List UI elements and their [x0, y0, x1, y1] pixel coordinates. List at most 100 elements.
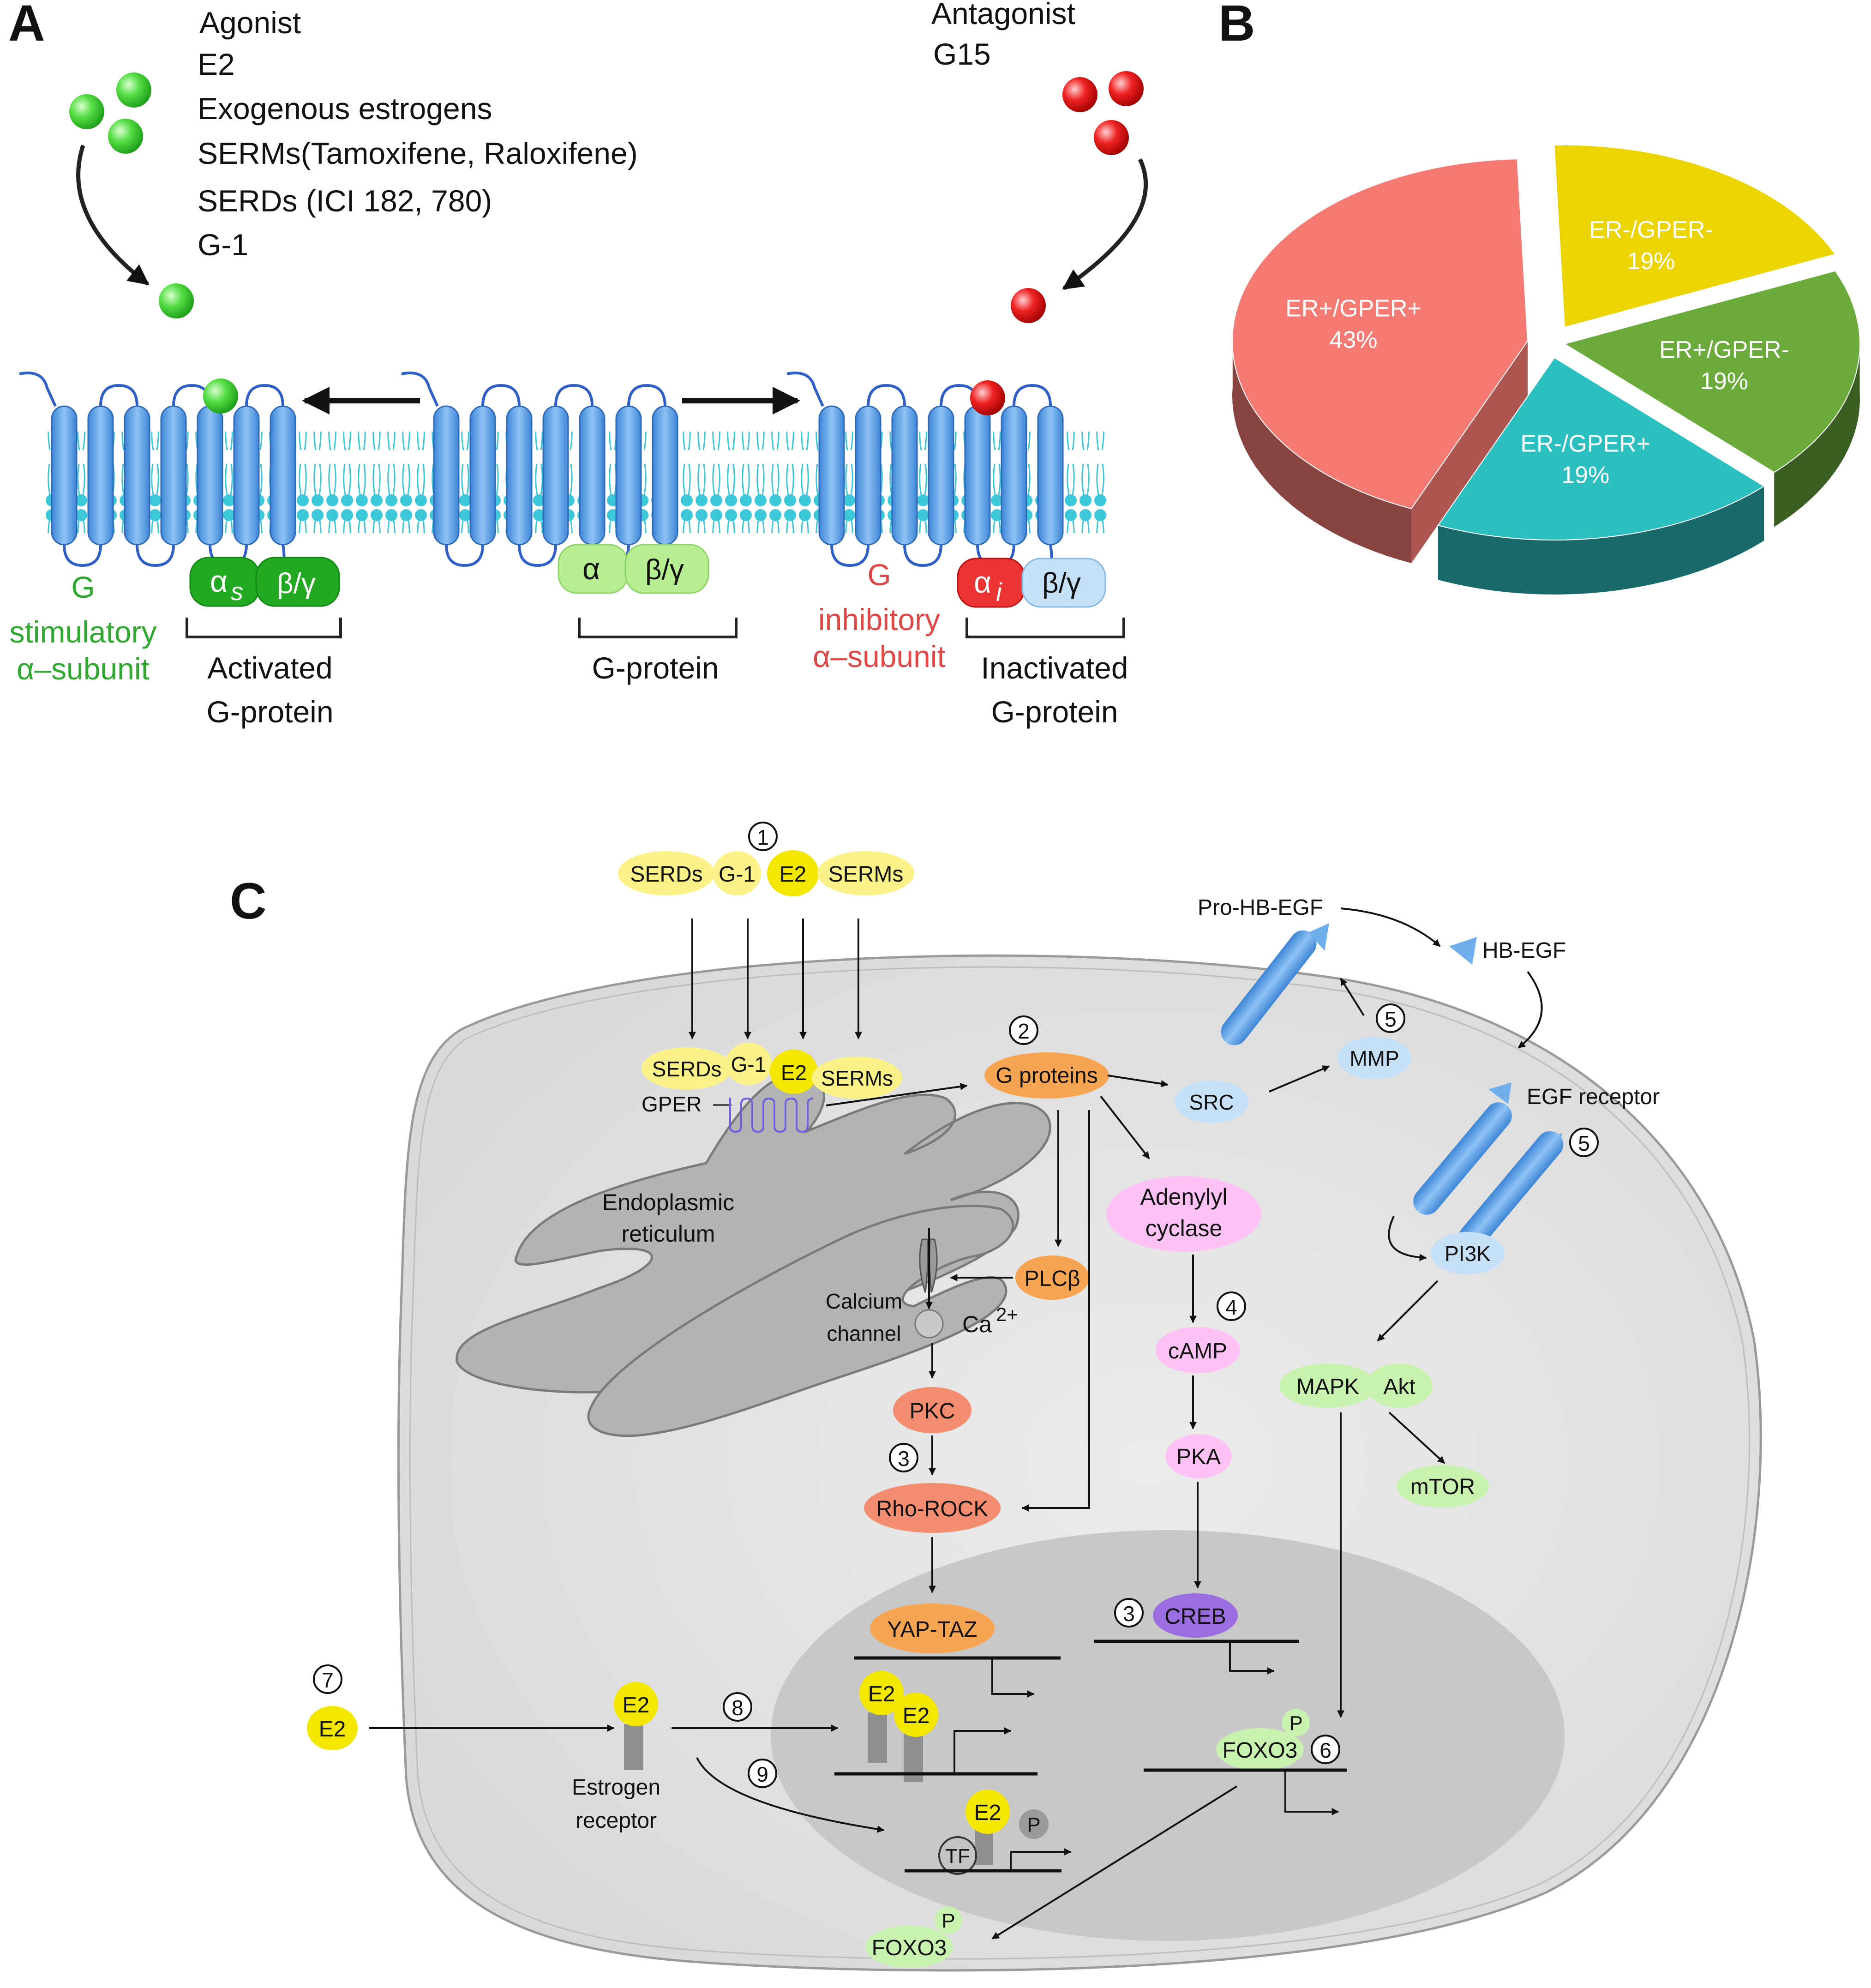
arrow-foxo3-export [991, 1785, 1238, 1940]
cytoplasmic-foxo3 [865, 1926, 953, 1968]
step-4-number: 4 [1225, 1295, 1237, 1319]
creb-label: CREB [1164, 1604, 1226, 1629]
receptor-inhibited-loop [867, 384, 906, 407]
nuclear-e2-2 [894, 1693, 938, 1737]
receptor-resting-helix [433, 405, 460, 546]
pie-slice-side [1232, 332, 1411, 564]
step-8-marker [723, 1692, 752, 1722]
gper-serpentine [729, 1097, 814, 1133]
pie-slice-side [1438, 486, 1764, 595]
camp-label: cAMP [1168, 1339, 1227, 1363]
receptor-activated-helix [87, 405, 114, 546]
step-6-marker [1311, 1735, 1340, 1764]
rho-rock-label: Rho-ROCK [876, 1497, 989, 1521]
pkc-label: PKC [910, 1399, 955, 1423]
cytoplasmic-foxo3-label: FOXO3 [872, 1936, 947, 1960]
ligand-serms-label: SERMs [828, 862, 904, 887]
bound-serds [642, 1047, 732, 1090]
creb [1153, 1593, 1238, 1638]
step-3-number: 3 [898, 1447, 910, 1471]
receptor-inhibited-n-terminus [786, 372, 824, 407]
extracellular-e2-label: E2 [319, 1717, 346, 1742]
stimulatory-label-1: G [71, 570, 95, 604]
akt [1366, 1363, 1433, 1408]
agonist-item-4: SERDs (ICI 182, 780) [198, 184, 492, 218]
plc-beta [1015, 1255, 1089, 1300]
egf-ligand-bound [1488, 1082, 1511, 1104]
tf-phospho [1019, 1809, 1049, 1839]
receptor-resting-n-terminus [401, 372, 439, 407]
caption-activated-1: Activated [207, 651, 332, 685]
bracket-activated [186, 618, 342, 638]
hb-egf-label: HB-EGF [1482, 938, 1566, 963]
receptor-activated-helix [197, 405, 223, 546]
alpha-i-subscript: i [996, 577, 1002, 607]
mtor [1397, 1465, 1489, 1508]
agonist-item-2: Exogenous estrogens [198, 91, 492, 126]
nuclear-e2-1-label: E2 [868, 1682, 895, 1706]
arrow-egfr-to-pi3k [1388, 1216, 1427, 1261]
nuclear-e2-2-label: E2 [903, 1704, 930, 1728]
pro-hb-egf-label: Pro-HB-EGF [1198, 895, 1323, 920]
receptor-resting-helix [652, 405, 678, 546]
g-proteins [984, 1052, 1109, 1099]
mapk [1279, 1363, 1376, 1408]
panel-a-label: A [8, 0, 45, 52]
caption-resting: G-protein [592, 651, 719, 685]
arrow-gproteins-to-src [1107, 1075, 1169, 1087]
antagonist-molecule [1062, 77, 1097, 112]
step-5-number: 5 [1385, 1007, 1397, 1031]
pie-chart: ER-/GPER-19%ER+/GPER-19%ER-/GPER+19%ER+/… [1232, 144, 1860, 595]
step-9-number: 9 [756, 1762, 768, 1786]
receptor-resting-helix [469, 405, 496, 546]
bound-antagonist [970, 380, 1005, 415]
step-3-marker [889, 1443, 918, 1472]
receptor-resting-loop [481, 384, 521, 407]
step-3b-marker [1114, 1598, 1144, 1628]
egf-receptor-monomer-1 [1413, 1102, 1512, 1215]
adenylyl-cyclase [1106, 1176, 1261, 1252]
cytoplasmic-foxo3-phospho [935, 1906, 962, 1934]
antagonist-molecule [1109, 71, 1144, 106]
receptor-activated-helix [270, 405, 296, 546]
beta-gamma-subunit-inactivated [1021, 558, 1106, 608]
adenylyl-label-2: cyclase [1145, 1215, 1223, 1241]
agonist-item-1: E2 [198, 47, 235, 81]
estrogen-receptor-label-1: Estrogen [572, 1775, 660, 1800]
pie-slice-label: ER+/GPER- [1659, 336, 1789, 363]
panel-c: C Endoplasmic reticulum 1 SERDs G-1 E2 S… [230, 822, 1762, 1972]
receptor-activated-helix [233, 405, 260, 546]
stimulatory-label-2: stimulatory [9, 615, 156, 649]
tf [938, 1836, 977, 1875]
antagonist-item-1: G15 [933, 37, 991, 71]
endoplasmic-reticulum-lobe [587, 1205, 1014, 1437]
rho-rock [864, 1483, 1001, 1533]
antagonist-arrow [1062, 158, 1148, 290]
alpha-s-subscript: s [231, 578, 243, 606]
receptor-activated-helix [160, 405, 187, 546]
calcium-superscript: 2+ [996, 1303, 1018, 1325]
step-9-marker [748, 1759, 777, 1788]
extracellular-e2 [307, 1706, 358, 1750]
arrow-mmp-to-prohbegf [1340, 978, 1365, 1016]
mapk-label: MAPK [1296, 1375, 1359, 1399]
creb-transcription-arrow [1229, 1641, 1275, 1675]
src [1175, 1081, 1248, 1123]
pie-slice-label: ER+/GPER+ [1285, 295, 1421, 322]
alpha-label: α [582, 552, 600, 586]
yap-taz-label: YAP-TAZ [887, 1617, 977, 1642]
panel-a: A Agonist E2 Exogenous estrogens SERMs(T… [8, 0, 1148, 729]
ligand-serds-label: SERDs [630, 862, 702, 887]
receptor-resting-helix [506, 405, 533, 546]
receptor-activated-helix [124, 405, 150, 546]
receptor-resting-loop [554, 384, 594, 407]
er-dimer-dna-bar-1 [868, 1712, 887, 1763]
agonist-molecule [116, 72, 151, 108]
mmp [1337, 1037, 1411, 1079]
arrow-src-to-mmp [1269, 1065, 1330, 1093]
er-dimer-transcription-arrow [953, 1727, 1012, 1774]
receptor-inhibited-helix [818, 405, 845, 546]
receptor-activated-loop [136, 544, 175, 567]
step-5b-number: 5 [1578, 1131, 1590, 1155]
receptor-inhibited-loop [903, 544, 942, 567]
